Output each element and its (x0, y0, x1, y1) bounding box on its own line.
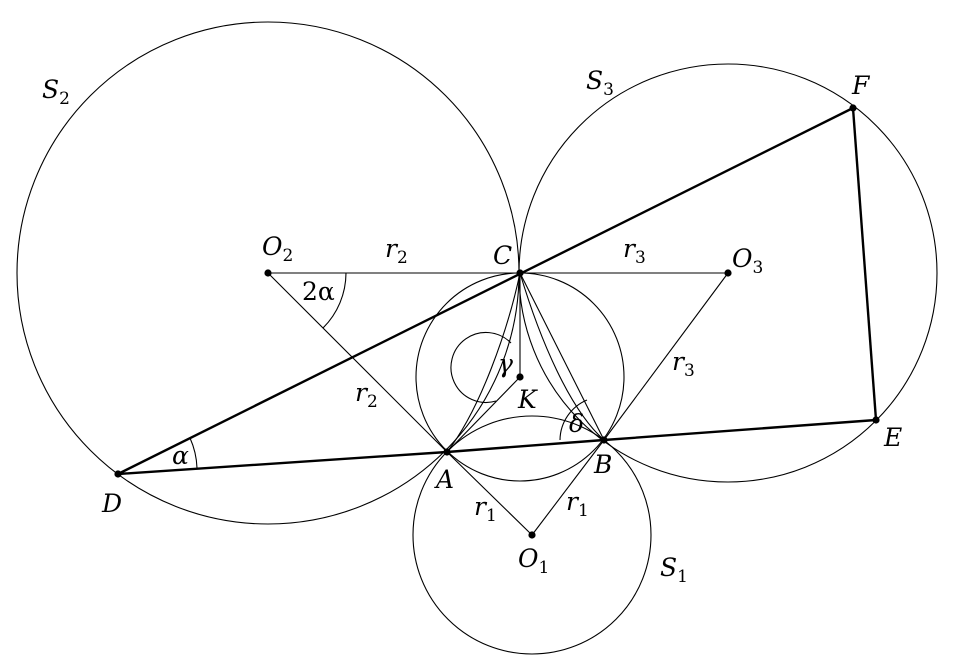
point-k (516, 373, 524, 381)
label-o1: O1 (518, 544, 549, 578)
label-o3: O3 (732, 244, 763, 278)
line-f-e (851, 107, 878, 421)
segment-c-b (519, 272, 605, 441)
curve-c-b (519, 272, 605, 441)
point-b (600, 436, 608, 444)
circle-s1 (412, 415, 652, 655)
point-c (516, 269, 524, 277)
point-e (872, 416, 880, 424)
segment-o3-b (603, 272, 729, 441)
label-angle-gamma: γ (498, 349, 513, 378)
segment-a-o1 (446, 451, 533, 536)
label-r3-side: r3 (672, 347, 695, 381)
line-d-a-b-e (117, 418, 877, 476)
label-r1-right: r1 (566, 487, 589, 521)
label-s3: S3 (586, 66, 614, 100)
segment-o1-b (531, 439, 605, 536)
label-r1-left: r1 (474, 492, 497, 526)
label-angle-alpha: α (172, 441, 189, 470)
label-s2: S2 (42, 75, 70, 109)
segment-k-a (446, 376, 521, 453)
label-e: E (883, 423, 902, 452)
label-k: K (517, 385, 538, 414)
label-d: D (101, 489, 122, 518)
label-b: B (593, 450, 612, 479)
segment-o2-a (267, 272, 448, 453)
label-angle-delta: δ (569, 409, 584, 438)
label-r2-side: r2 (355, 378, 378, 412)
label-r3-top: r3 (623, 234, 646, 268)
label-angle-2alpha: 2α (302, 277, 335, 306)
label-s1: S1 (660, 553, 688, 587)
point-o1 (528, 531, 536, 539)
label-a: A (434, 465, 454, 494)
angle-arc-2alpha (322, 272, 347, 329)
label-r2-top: r2 (385, 234, 408, 268)
angle-arc-alpha (189, 437, 198, 469)
line-d-c-f (117, 106, 854, 476)
label-o2: O2 (262, 232, 293, 266)
point-f (849, 104, 857, 112)
point-o2 (264, 269, 272, 277)
point-o3 (724, 269, 732, 277)
point-d (114, 470, 122, 478)
angle-arc-delta (559, 399, 588, 441)
curve-c-a (446, 272, 521, 453)
label-c: C (493, 241, 512, 270)
angle-arc-gamma (450, 331, 512, 404)
point-a (443, 448, 451, 456)
label-f: F (851, 71, 871, 100)
